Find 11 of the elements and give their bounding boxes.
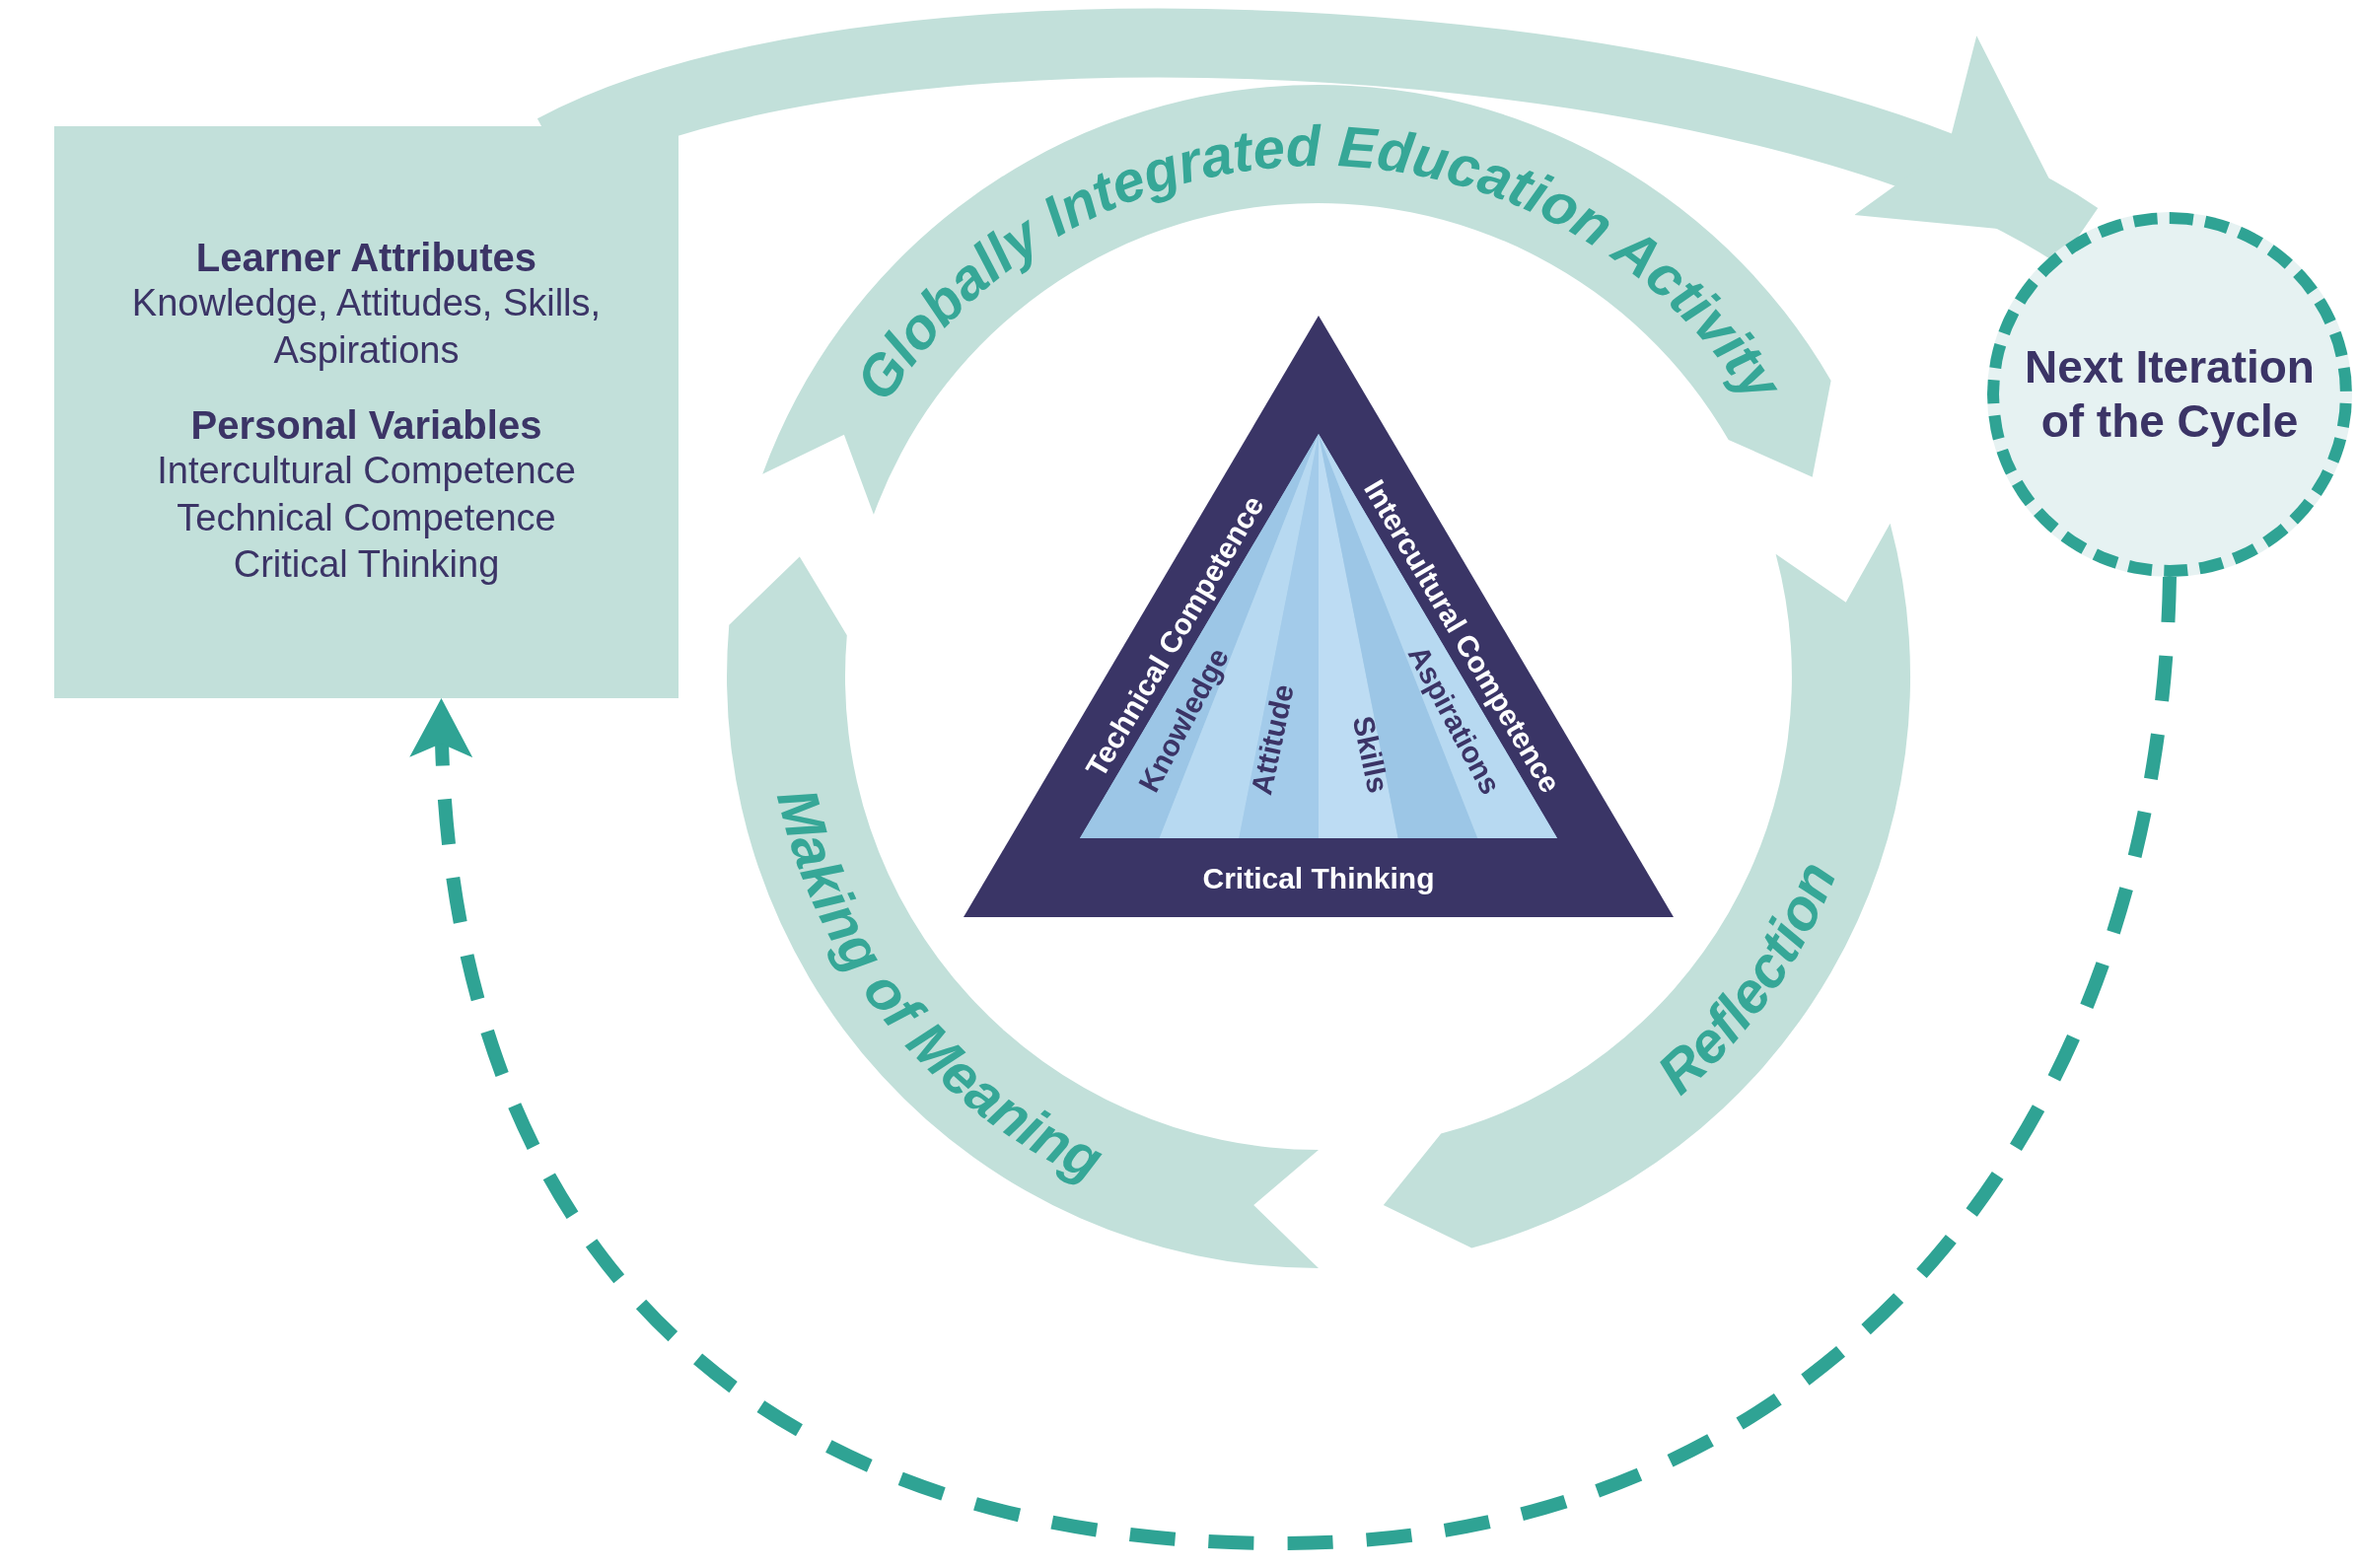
box-text: Knowledge, Attitudes, Skills, Aspirations — [130, 281, 603, 373]
box-heading: Personal Variables — [190, 403, 542, 449]
box-text: Intercultural Competence Technical Competence Critical Thinking — [156, 449, 577, 588]
triangle-label: Attitude — [1245, 681, 1300, 798]
box-heading: Learner Attributes — [195, 236, 537, 281]
triangle-label: Critical Thinking — [1202, 861, 1435, 894]
arrow — [412, 576, 2177, 1550]
attributes-box — [54, 126, 679, 698]
circle-label: Next Iteration of the Cycle — [2024, 339, 2316, 449]
inner-triangle — [1080, 434, 1557, 838]
triangle-label: Skills — [1346, 713, 1395, 796]
